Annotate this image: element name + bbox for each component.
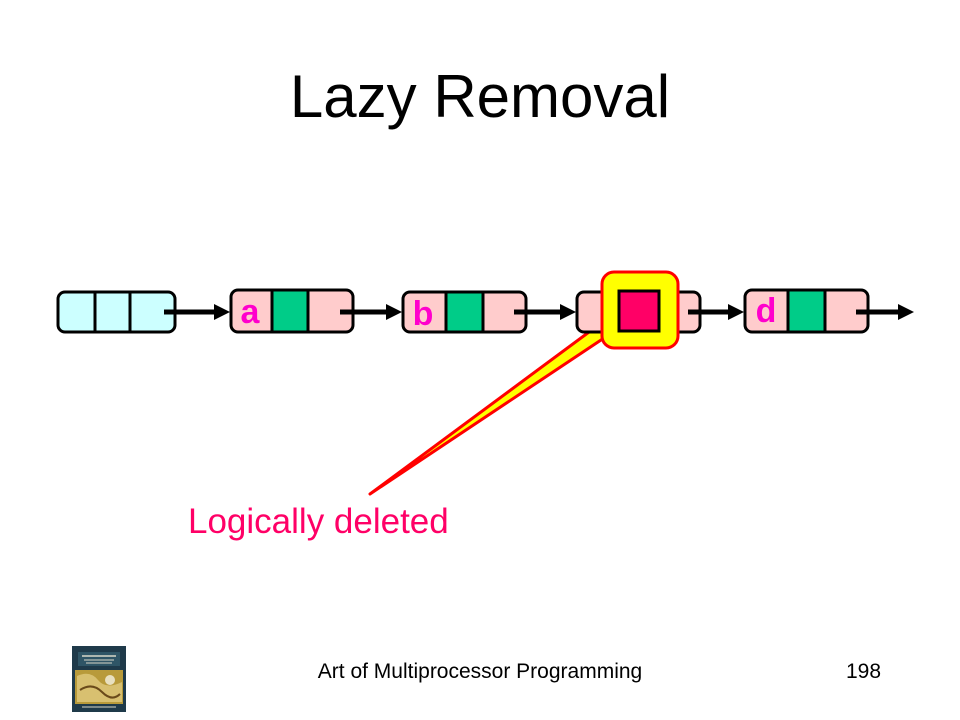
node-b-label: b bbox=[413, 295, 434, 333]
arrow-b-to-c bbox=[514, 304, 576, 320]
slide-title: Lazy Removal bbox=[289, 63, 671, 130]
callout-label: Logically deleted bbox=[188, 502, 449, 541]
book-cover-icon bbox=[72, 646, 126, 712]
node-a-label: a bbox=[241, 293, 261, 331]
callout-pointer bbox=[368, 316, 618, 496]
arrow-d-to-next bbox=[856, 304, 914, 320]
footer-text: Art of Multiprocessor Programming bbox=[317, 660, 643, 683]
arrow-head-to-a bbox=[164, 304, 230, 320]
head-node bbox=[56, 290, 177, 334]
node-d: d bbox=[743, 288, 870, 334]
arrow-c-to-d bbox=[688, 304, 744, 320]
arrow-a-to-b bbox=[340, 304, 402, 320]
page-number: 198 bbox=[846, 660, 882, 683]
deleted-mark bbox=[617, 289, 661, 333]
node-d-label: d bbox=[756, 292, 777, 330]
node-a: a bbox=[229, 288, 355, 334]
node-b: b bbox=[401, 290, 528, 334]
